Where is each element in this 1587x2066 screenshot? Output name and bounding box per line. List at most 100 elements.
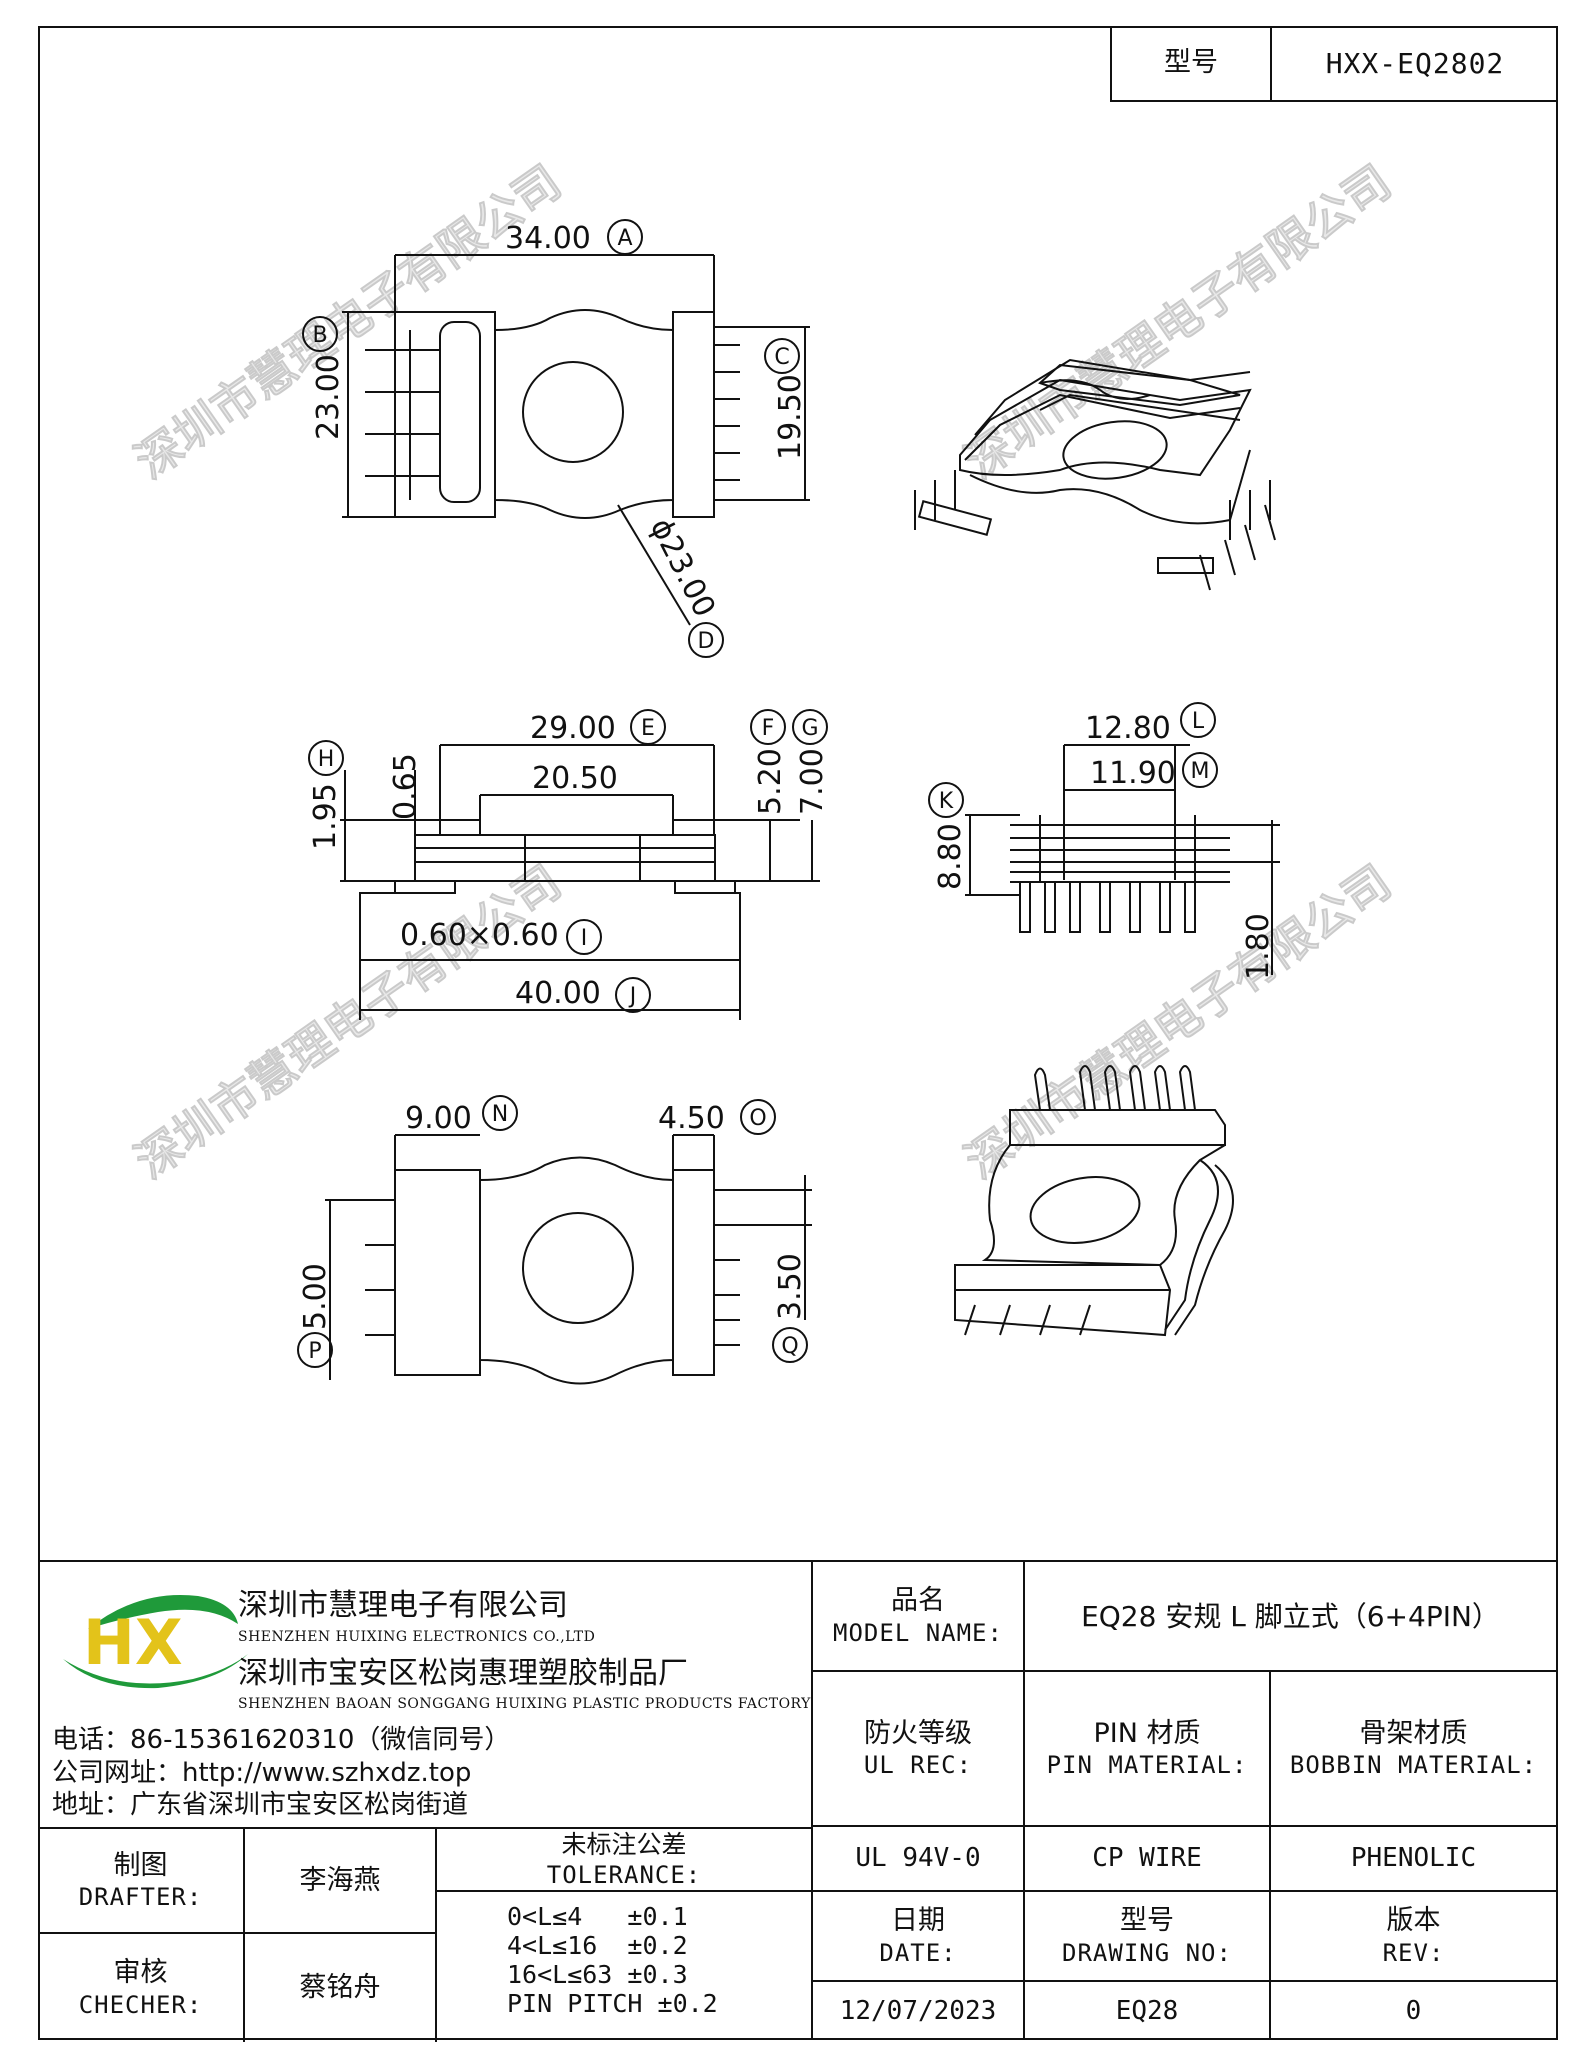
dim-E2-value: 20.50 (532, 761, 618, 796)
dim-H-value: 1.95 (308, 783, 343, 850)
balloon-H: H (318, 747, 335, 772)
drawing-no-label-cell: 型号 DRAWING NO: (1023, 1892, 1269, 1982)
pin-material-label-cn: PIN 材质 (1093, 1717, 1201, 1749)
dim-J-value: 40.00 (515, 976, 601, 1011)
dim-O-value: 4.50 (658, 1101, 725, 1136)
drawing-no-value: EQ28 (1023, 1982, 1269, 2040)
drafter-value: 李海燕 (243, 1827, 435, 1934)
checker-label-en: CHECHER: (78, 1990, 203, 2019)
side-view: 12.80 L 11.90 M 8.80 K 1.80 (928, 702, 1280, 980)
watermark-2: 深圳市慧理电子有限公司 (955, 155, 1400, 489)
drafter-label-cell: 制图 DRAFTER: (38, 1827, 243, 1934)
checker-label-cn: 审核 (113, 1957, 168, 1989)
tolerance-row-2: 4<L≤16 ±0.2 (507, 1931, 688, 1960)
factory-name-en: SHENZHEN BAOAN SONGGANG HUIXING PLASTIC … (238, 1696, 811, 1712)
logo-letters: HX (83, 1606, 183, 1679)
model-header: 型号 HXX-EQ2802 (1110, 26, 1558, 102)
bobbin-material-label-en: BOBBIN MATERIAL: (1289, 1751, 1538, 1780)
drafter-label-cn: 制图 (113, 1849, 168, 1881)
dim-N-value: 9.00 (405, 1101, 472, 1136)
dim-B-value: 23.00 (311, 354, 346, 440)
company-logo: HX (63, 1594, 248, 1689)
tolerance-label-en: TOLERANCE: (546, 1861, 702, 1890)
balloon-P: P (308, 1339, 321, 1364)
date-label-cn: 日期 (891, 1905, 945, 1937)
bobbin-material-value: PHENOLIC (1269, 1827, 1556, 1892)
balloon-E: E (641, 716, 655, 741)
dim-L-value: 12.80 (1085, 711, 1171, 746)
tolerance-list: 0<L≤4 ±0.1 4<L≤16 ±0.2 16<L≤63 ±0.3 PIN … (435, 1892, 811, 2042)
drawing-no-label-en: DRAWING NO: (1062, 1938, 1232, 1967)
bobbin-material-label-cn: 骨架材质 (1359, 1717, 1468, 1749)
watermark-3: 深圳市慧理电子有限公司 (125, 855, 570, 1189)
balloon-C: C (774, 345, 789, 370)
factory-name-cn: 深圳市宝安区松岗惠理塑胶制品厂 (238, 1656, 688, 1691)
ul-rec-label-en: UL REC: (863, 1751, 973, 1780)
pin-material-value: CP WIRE (1023, 1827, 1269, 1892)
dim-F-value: 5.20 (753, 748, 788, 815)
date-label-en: DATE: (879, 1938, 957, 1967)
tolerance-label-cn: 未标注公差 (561, 1829, 687, 1859)
isometric-view-bottom (954, 1065, 1234, 1337)
company-website: 公司网址：http://www.szhxdz.top (52, 1758, 472, 1788)
tolerance-row-3: 16<L≤63 ±0.3 (507, 1960, 688, 1989)
date-value: 12/07/2023 (811, 1982, 1023, 2040)
balloon-I: I (581, 926, 588, 951)
title-block: HX 深圳市慧理电子有限公司 SHENZHEN HUIXING ELECTRON… (38, 1560, 1558, 2042)
bobbin-material-label-cell: 骨架材质 BOBBIN MATERIAL: (1269, 1672, 1556, 1827)
balloon-L: L (1192, 709, 1205, 734)
ul-rec-label-cell: 防火等级 UL REC: (811, 1672, 1023, 1827)
dim-E-value: 29.00 (530, 711, 616, 746)
dim-H2-value: 0.65 (388, 753, 423, 820)
technical-drawing: 深圳市慧理电子有限公司 深圳市慧理电子有限公司 深圳市慧理电子有限公司 深圳市慧… (124, 154, 1402, 1385)
balloon-F: F (762, 716, 775, 741)
rev-label-cn: 版本 (1386, 1905, 1441, 1937)
dim-K-value: 8.80 (933, 823, 968, 890)
balloon-G: G (801, 716, 818, 741)
dim-I-value: 0.60×0.60 (400, 918, 559, 953)
rev-label-cell: 版本 REV: (1269, 1892, 1556, 1982)
checker-label-cell: 审核 CHECHER: (38, 1934, 243, 2042)
company-address: 地址：广东省深圳市宝安区松岗街道 (52, 1790, 469, 1820)
bottom-view: 9.00 N 4.50 O 5.00 P 3.50 Q (297, 1095, 812, 1385)
drawing-no-label-cn: 型号 (1120, 1905, 1174, 1937)
dim-Q-value: 3.50 (773, 1253, 808, 1320)
rev-label-en: REV: (1382, 1938, 1445, 1967)
tolerance-row-1: 0<L≤4 ±0.1 (507, 1902, 688, 1931)
dim-C-value: 19.50 (773, 374, 808, 460)
tolerance-row-4: PIN PITCH ±0.2 (507, 1989, 718, 2018)
balloon-Q: Q (781, 1334, 798, 1359)
balloon-O: O (749, 1106, 766, 1131)
balloon-N: N (492, 1102, 508, 1127)
balloon-B: B (312, 323, 327, 348)
model-value: HXX-EQ2802 (1325, 46, 1505, 80)
isometric-view-top (914, 358, 1276, 591)
balloon-M: M (1191, 759, 1210, 784)
drawing-frame (38, 26, 1558, 2040)
dim-side-pin-value: 1.80 (1241, 913, 1276, 980)
tolerance-label-cell: 未标注公差 TOLERANCE: (435, 1827, 811, 1892)
watermark-group: 深圳市慧理电子有限公司 深圳市慧理电子有限公司 深圳市慧理电子有限公司 深圳市慧… (124, 154, 1401, 1190)
model-name-label-en: MODEL NAME: (833, 1618, 1003, 1647)
checker-value: 蔡铭舟 (243, 1934, 435, 2042)
company-info: HX 深圳市慧理电子有限公司 SHENZHEN HUIXING ELECTRON… (38, 1562, 811, 1827)
company-name-cn: 深圳市慧理电子有限公司 (238, 1588, 568, 1623)
dim-A-value: 34.00 (505, 221, 591, 256)
model-name-label-cn: 品名 (891, 1585, 945, 1617)
drafter-label-en: DRAFTER: (78, 1883, 203, 1912)
pin-material-label-cell: PIN 材质 PIN MATERIAL: (1023, 1672, 1269, 1827)
pin-material-label-en: PIN MATERIAL: (1046, 1751, 1248, 1780)
date-label-cell: 日期 DATE: (811, 1892, 1023, 1982)
model-name-label-cell: 品名 MODEL NAME: (811, 1562, 1023, 1672)
balloon-J: J (628, 984, 637, 1009)
front-view: 29.00 E 20.50 5.20 7.00 F G 1.95 (308, 709, 830, 1020)
dim-P-value: 5.00 (298, 1263, 333, 1330)
model-name-value: EQ28 安规 L 脚立式（6+4PIN） (1023, 1562, 1556, 1672)
watermark-4: 深圳市慧理电子有限公司 (955, 855, 1400, 1189)
dim-M-value: 11.90 (1090, 756, 1176, 791)
ul-rec-value: UL 94V-0 (811, 1827, 1023, 1892)
company-phone: 电话：86-15361620310（微信同号） (52, 1725, 511, 1755)
model-label: 型号 (1112, 26, 1272, 100)
logo-swoosh-bottom (63, 1654, 248, 1689)
dim-G-value: 7.00 (795, 748, 830, 815)
